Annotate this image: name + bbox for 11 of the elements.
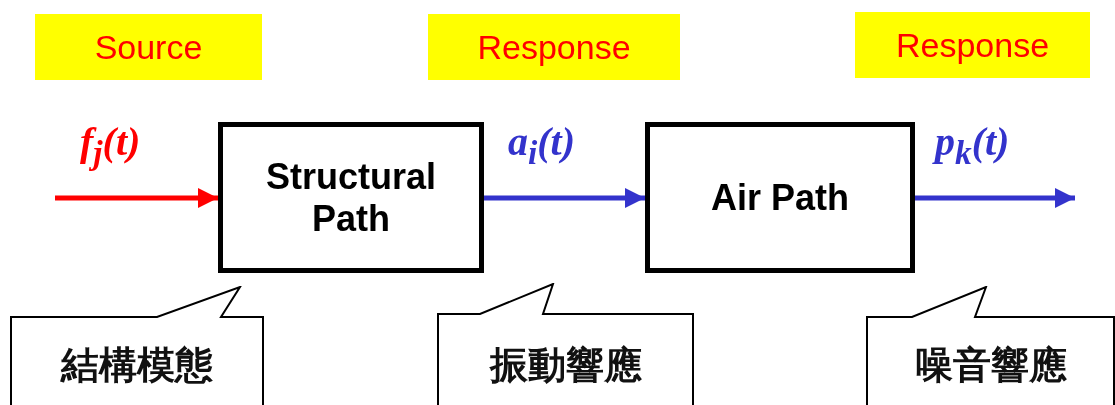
arrow: [484, 188, 645, 208]
speech-bubble: 噪音響應: [866, 286, 1115, 405]
title-band: Response: [855, 12, 1090, 78]
process-box: Structural Path: [218, 122, 484, 273]
arrow: [915, 188, 1075, 208]
process-box: Air Path: [645, 122, 915, 273]
speech-bubble: 結構模態: [10, 286, 264, 405]
title-band: Source: [35, 14, 262, 80]
speech-bubble: 振動響應: [437, 283, 694, 405]
title-band: Response: [428, 14, 680, 80]
arrow: [55, 188, 218, 208]
